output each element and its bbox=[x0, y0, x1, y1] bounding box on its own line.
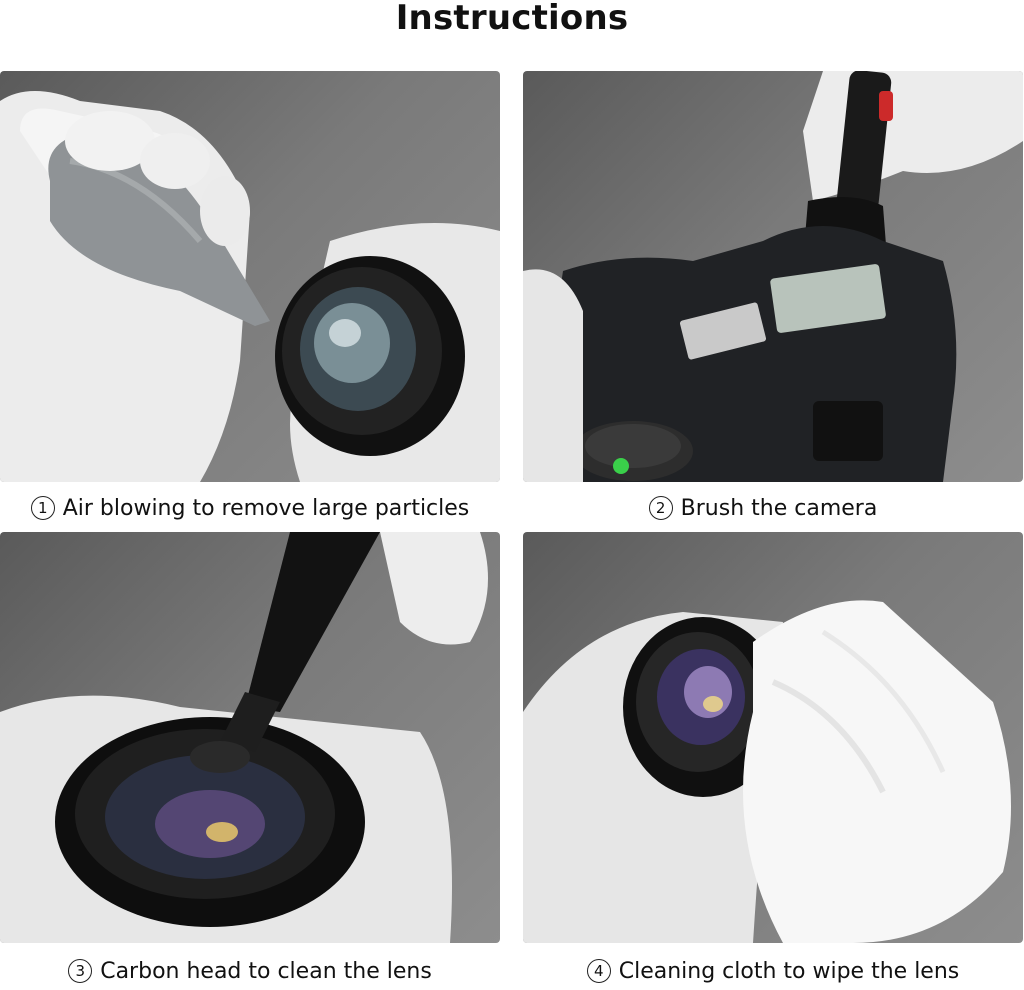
air-blower-lens-illustration bbox=[0, 91, 500, 482]
step-1-caption: 1 Air blowing to remove large particles bbox=[0, 494, 500, 524]
step-3-text: Carbon head to clean the lens bbox=[100, 959, 432, 984]
step-3-caption: 3 Carbon head to clean the lens bbox=[0, 957, 500, 987]
step-1-photo bbox=[0, 71, 500, 482]
step-4-number: 4 bbox=[586, 959, 611, 983]
step-3-photo bbox=[0, 532, 500, 943]
step-1-text: Air blowing to remove large particles bbox=[62, 496, 470, 521]
step-2-number: 2 bbox=[648, 496, 673, 520]
step-2-photo bbox=[523, 71, 1023, 482]
step-1-number: 1 bbox=[30, 496, 55, 520]
step-2-text: Brush the camera bbox=[680, 496, 878, 521]
carbon-pen-lens-illustration bbox=[0, 532, 488, 943]
page-title: Instructions bbox=[395, 0, 629, 38]
step-4-caption: 4 Cleaning cloth to wipe the lens bbox=[523, 957, 1023, 987]
step-4-text: Cleaning cloth to wipe the lens bbox=[618, 959, 960, 984]
step-2-caption: 2 Brush the camera bbox=[513, 494, 1013, 524]
step-4-photo bbox=[523, 532, 1023, 943]
cloth-wipe-lens-illustration bbox=[523, 600, 1011, 943]
step-3-number: 3 bbox=[68, 959, 93, 983]
brush-camera-illustration bbox=[523, 71, 1023, 482]
